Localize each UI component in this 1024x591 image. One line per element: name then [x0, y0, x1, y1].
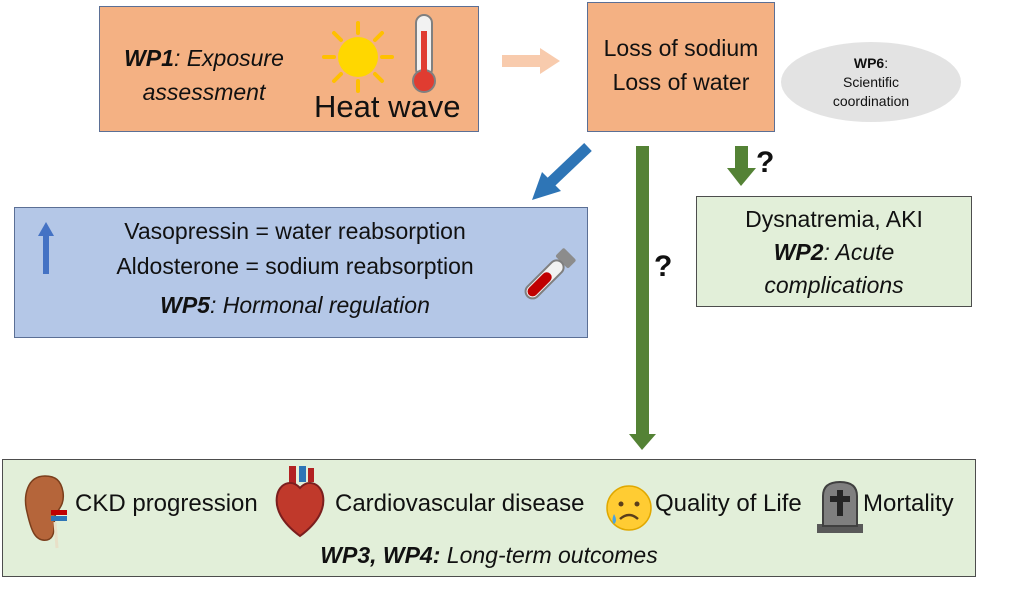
loss-to-hormonal-arrow — [532, 143, 592, 200]
acute-complications-box: Dysnatremia, AKI WP2: Acute complication… — [696, 196, 972, 307]
complications-line: complications — [764, 272, 904, 298]
long-term-outcomes-box: CKD progression Cardiovascular disease Q… — [2, 459, 976, 577]
wp6-line-coordination: coordination — [832, 93, 910, 109]
loss-box: Loss of sodium Loss of water — [587, 2, 775, 132]
loss-to-longterm-arrow — [629, 146, 656, 450]
loss-of-water: Loss of water — [612, 69, 750, 95]
wp2-label: WP2: Acute — [773, 239, 895, 265]
outcome-quality-of-life: Quality of Life — [655, 490, 802, 517]
scientific-coordination-ellipse: WP6: Scientific coordination — [781, 42, 961, 122]
up-arrow-icon — [38, 222, 54, 274]
kidney-icon — [24, 475, 67, 549]
outcome-cardiovascular: Cardiovascular disease — [335, 490, 585, 517]
exposure-assessment-box: WP1: Exposure assessment Heat wave — [99, 6, 479, 132]
aldosterone-line: Aldosterone = sodium reabsorption — [116, 253, 474, 279]
outcome-ckd: CKD progression — [75, 490, 258, 517]
dysnatremia-line: Dysnatremia, AKI — [745, 206, 923, 232]
blood-tube-icon — [524, 248, 576, 300]
wp6-label: WP6: — [853, 55, 889, 71]
wp34-label: WP3, WP4: Long-term outcomes — [320, 542, 658, 568]
loss-to-acute-arrow — [727, 146, 756, 186]
wp5-label: WP5: Hormonal regulation — [160, 292, 430, 318]
heat-wave-label: Heat wave — [314, 89, 461, 124]
wp6-line-scientific: Scientific — [842, 74, 900, 90]
sun-icon — [322, 21, 394, 93]
sad-face-icon — [606, 485, 652, 531]
exposure-to-loss-arrow — [502, 48, 560, 74]
outcome-mortality: Mortality — [863, 490, 954, 517]
thermometer-icon — [412, 14, 436, 93]
question-mark-longterm: ? — [654, 250, 673, 283]
wp1-label: WP1: Exposure assessment — [124, 45, 284, 105]
hormonal-regulation-box: Vasopressin = water reabsorption Aldoste… — [14, 207, 588, 338]
loss-of-sodium: Loss of sodium — [603, 35, 759, 61]
vasopressin-line: Vasopressin = water reabsorption — [124, 218, 466, 244]
gravestone-icon — [817, 480, 863, 533]
question-mark-acute: ? — [756, 146, 775, 179]
heart-icon — [275, 466, 325, 538]
